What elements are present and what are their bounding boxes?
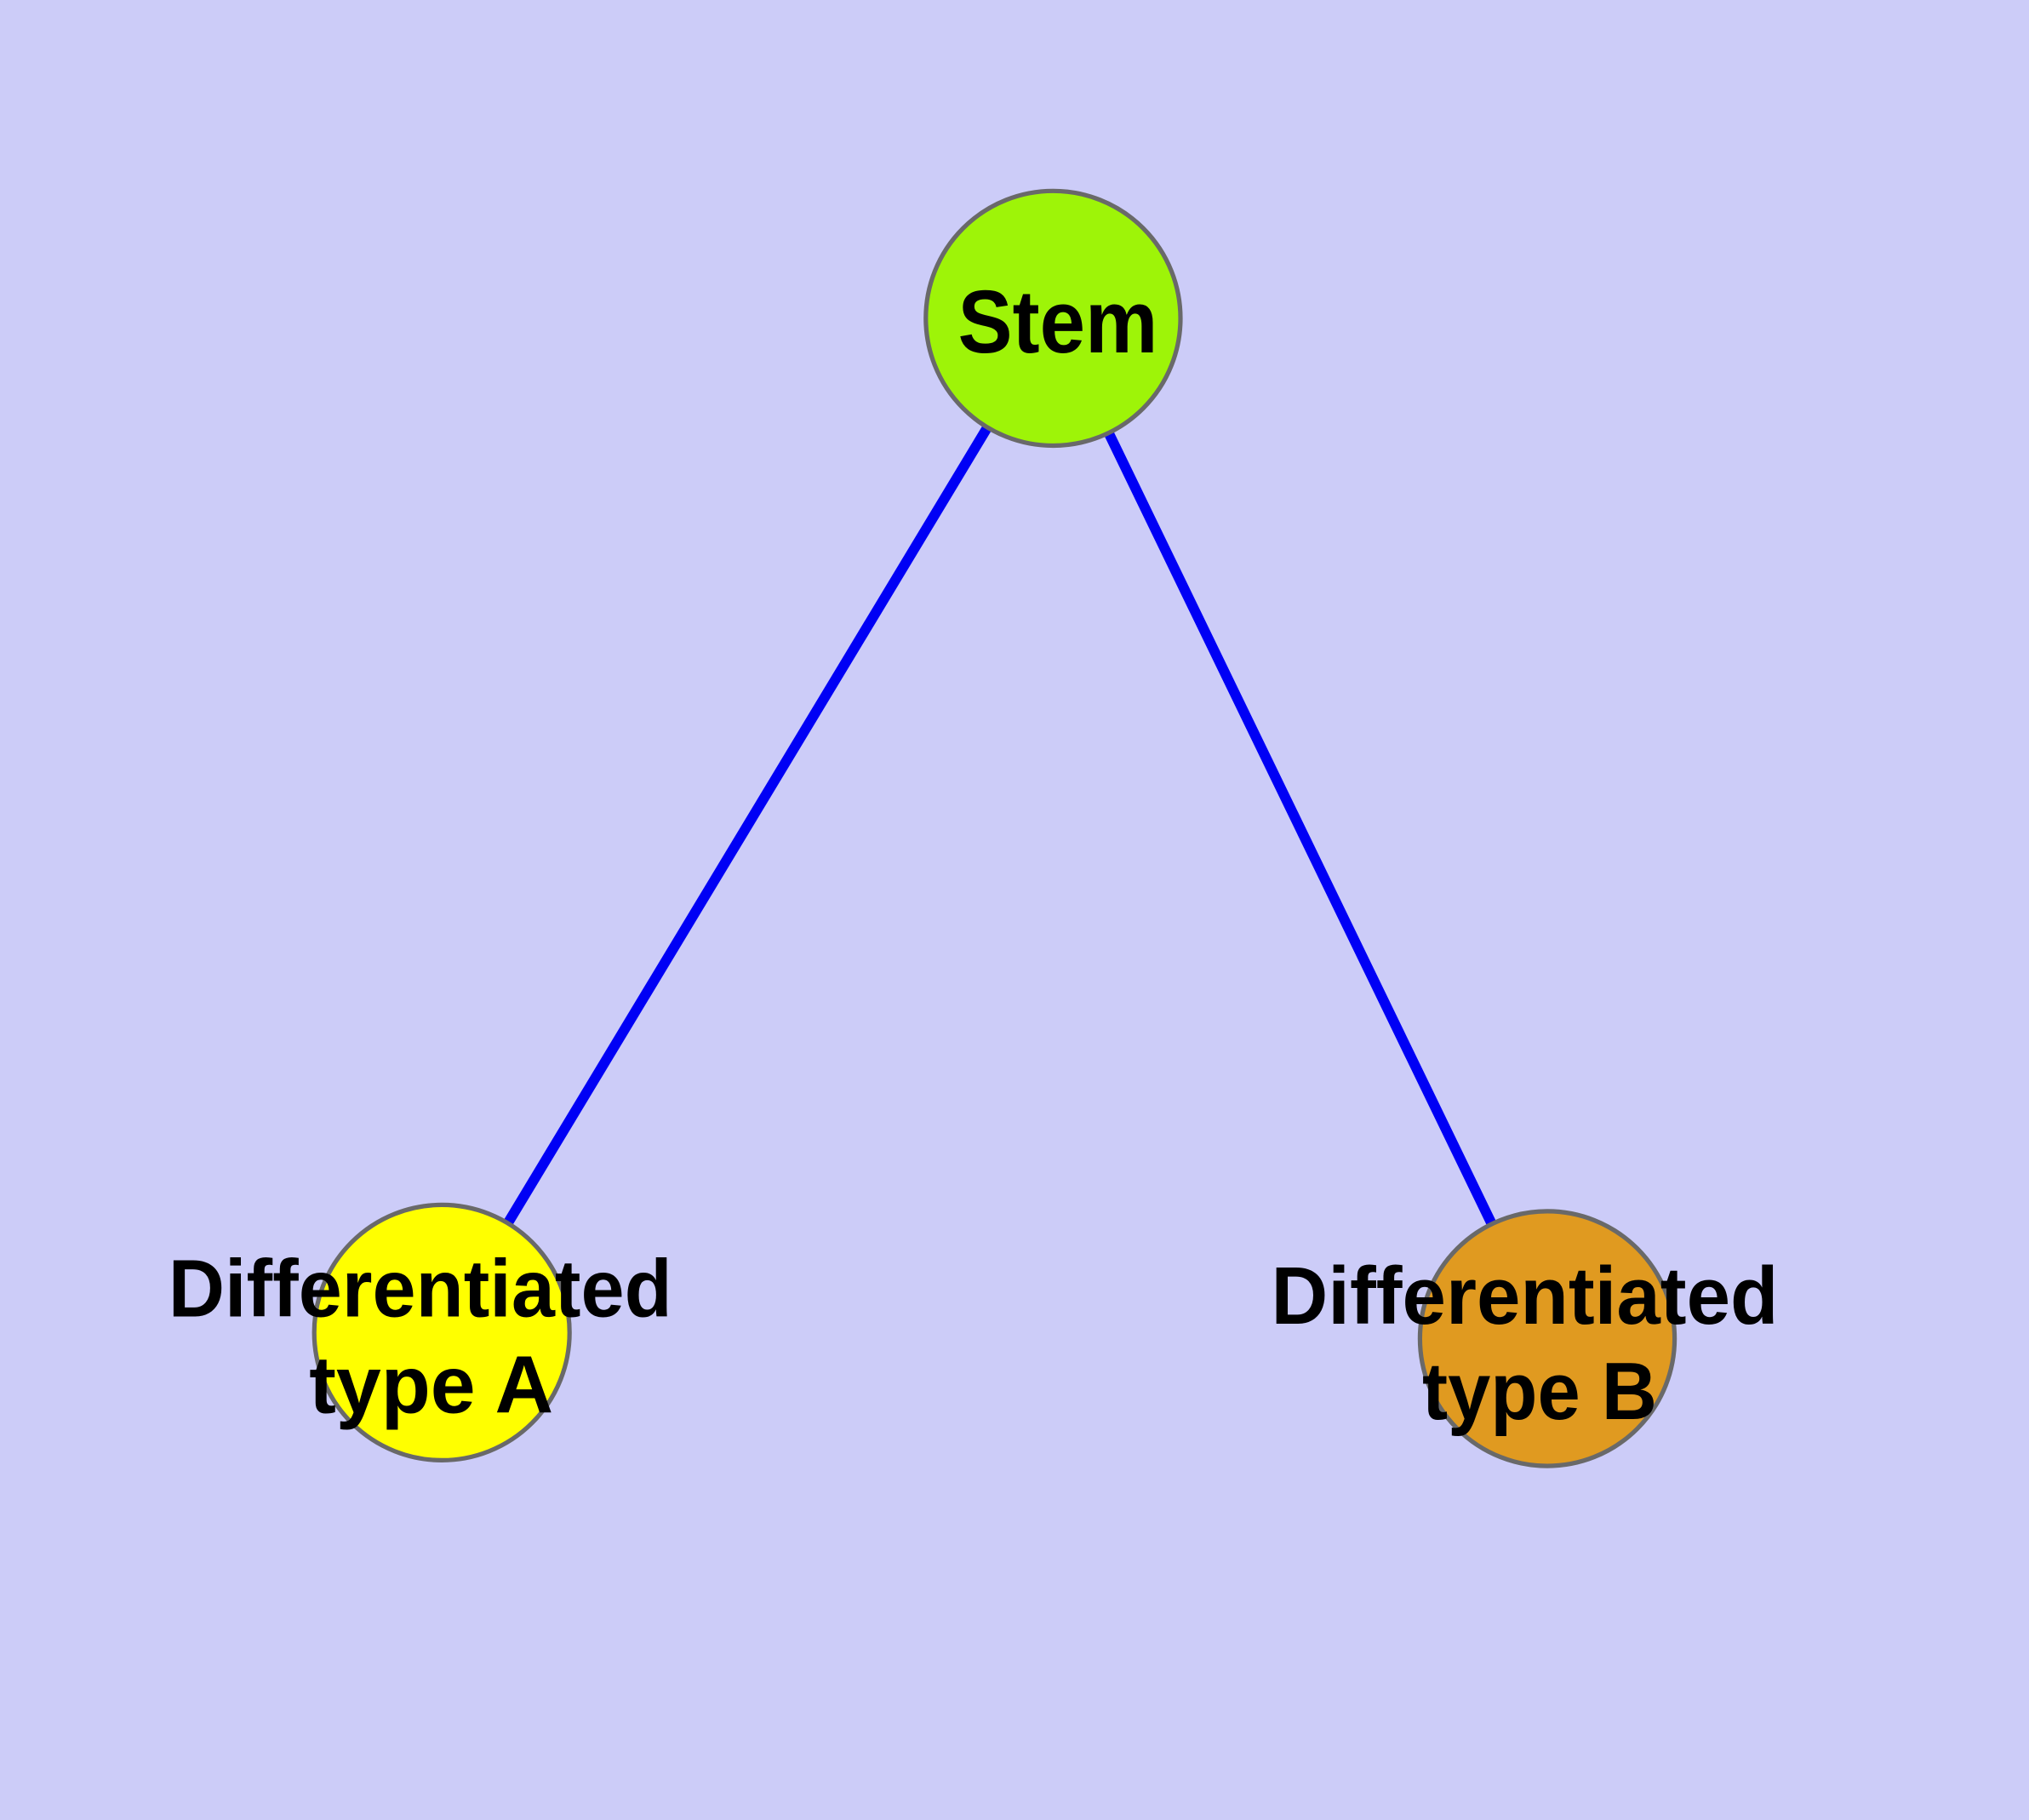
svg-text:Differentiated: Differentiated xyxy=(1272,1251,1779,1342)
svg-text:type B: type B xyxy=(1422,1346,1657,1437)
svg-text:Stem: Stem xyxy=(958,272,1158,372)
svg-text:Differentiated: Differentiated xyxy=(169,1243,672,1334)
svg-text:type A: type A xyxy=(309,1340,553,1431)
